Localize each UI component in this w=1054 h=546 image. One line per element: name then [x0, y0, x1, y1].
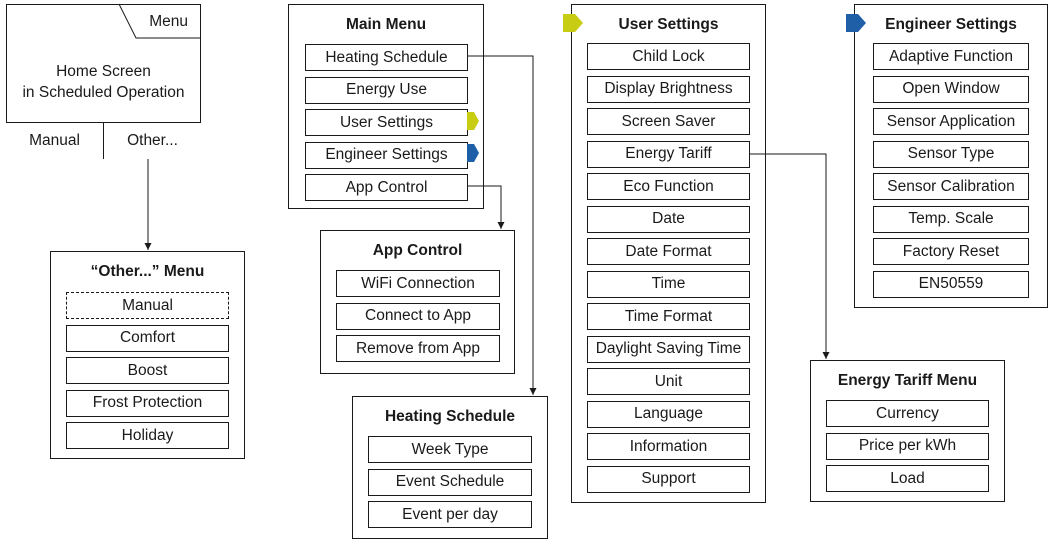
- menu-item-week-type[interactable]: Week Type: [368, 436, 532, 463]
- menu-item-load[interactable]: Load: [826, 465, 989, 492]
- menu-item-open-window[interactable]: Open Window: [873, 75, 1029, 103]
- menu-item-time-format[interactable]: Time Format: [587, 303, 750, 330]
- energy-tariff-menu-title: Energy Tariff Menu: [837, 372, 978, 389]
- home-screen-line-2: in Scheduled Operation: [22, 84, 185, 101]
- menu-item-energy-use[interactable]: Energy Use: [305, 76, 468, 104]
- menu-item-boost[interactable]: Boost: [66, 357, 229, 384]
- manual-button[interactable]: Manual: [6, 122, 104, 159]
- menu-item-connect-to-app[interactable]: Connect to App: [336, 302, 500, 330]
- home-screen-line-1: Home Screen: [56, 63, 151, 80]
- menu-item-user-settings[interactable]: User Settings: [305, 109, 468, 136]
- menu-item-sensor-type[interactable]: Sensor Type: [873, 140, 1029, 168]
- app-control-title: App Control: [372, 242, 463, 259]
- menu-item-energy-tariff[interactable]: Energy Tariff: [587, 140, 750, 168]
- menu-item-daylight-saving-time[interactable]: Daylight Saving Time: [587, 335, 750, 363]
- menu-item-currency[interactable]: Currency: [826, 400, 989, 427]
- user-settings-title: User Settings: [618, 16, 719, 33]
- menu-item-temp-scale[interactable]: Temp. Scale: [873, 205, 1029, 233]
- menu-item-child-lock[interactable]: Child Lock: [587, 43, 750, 70]
- main-menu-title: Main Menu: [345, 16, 427, 33]
- menu-item-time[interactable]: Time: [587, 270, 750, 298]
- menu-item-event-per-day[interactable]: Event per day: [368, 501, 532, 528]
- menu-item-information[interactable]: Information: [587, 433, 750, 460]
- menu-item-manual[interactable]: Manual: [66, 292, 229, 319]
- menu-item-display-brightness[interactable]: Display Brightness: [587, 75, 750, 103]
- menu-item-price-per-kwh[interactable]: Price per kWh: [826, 432, 989, 460]
- menu-item-date[interactable]: Date: [587, 205, 750, 233]
- menu-item-sensor-application[interactable]: Sensor Application: [873, 108, 1029, 135]
- engineer-settings-title: Engineer Settings: [885, 16, 1017, 33]
- menu-item-screen-saver[interactable]: Screen Saver: [587, 108, 750, 135]
- menu-item-factory-reset[interactable]: Factory Reset: [873, 238, 1029, 265]
- menu-item-sensor-calibration[interactable]: Sensor Calibration: [873, 173, 1029, 200]
- menu-item-holiday[interactable]: Holiday: [66, 422, 229, 449]
- menu-item-support[interactable]: Support: [587, 465, 750, 493]
- menu-item-heating-schedule[interactable]: Heating Schedule: [305, 44, 468, 71]
- menu-item-en50559[interactable]: EN50559: [873, 270, 1029, 298]
- menu-label: Menu: [149, 13, 188, 30]
- heating-schedule-title: Heating Schedule: [384, 408, 516, 425]
- other-button[interactable]: Other...: [103, 122, 201, 159]
- menu-item-adaptive-function[interactable]: Adaptive Function: [873, 43, 1029, 70]
- menu-item-frost-protection[interactable]: Frost Protection: [66, 389, 229, 417]
- menu-item-app-control[interactable]: App Control: [305, 174, 468, 201]
- menu-item-eco-function[interactable]: Eco Function: [587, 173, 750, 200]
- menu-item-remove-from-app[interactable]: Remove from App: [336, 335, 500, 362]
- menu-item-comfort[interactable]: Comfort: [66, 324, 229, 352]
- menu-item-language[interactable]: Language: [587, 400, 750, 428]
- menu-item-engineer-settings[interactable]: Engineer Settings: [305, 141, 468, 169]
- menu-item-wifi-connection[interactable]: WiFi Connection: [336, 270, 500, 297]
- menu-item-unit[interactable]: Unit: [587, 368, 750, 395]
- menu-item-date-format[interactable]: Date Format: [587, 238, 750, 265]
- other-menu-title: “Other...” Menu: [90, 263, 205, 280]
- home-screen: Menu Home Screen in Scheduled Operation …: [6, 4, 201, 159]
- menu-button[interactable]: Menu: [120, 5, 202, 43]
- menu-item-event-schedule[interactable]: Event Schedule: [368, 468, 532, 496]
